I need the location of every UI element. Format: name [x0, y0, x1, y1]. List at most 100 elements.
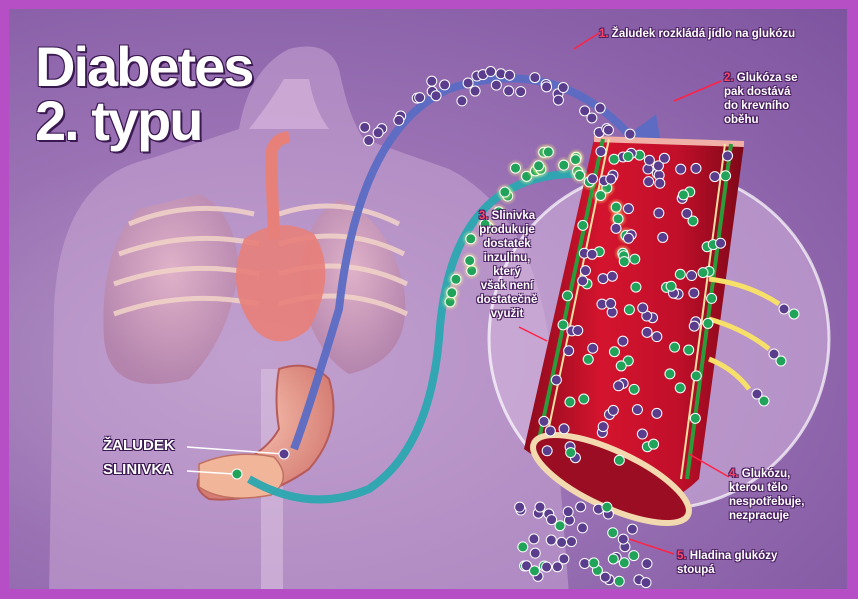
insulin-molecule — [608, 528, 618, 538]
glucose-molecule — [588, 174, 598, 184]
insulin-molecule — [558, 320, 568, 330]
step-4-line-1: Glukózu, — [742, 468, 791, 480]
glucose-molecule — [373, 128, 383, 138]
glucose-molecule — [580, 266, 590, 276]
insulin-molecule — [629, 384, 639, 394]
insulin-molecule — [631, 282, 641, 292]
step-3-line-4: inzulinu, — [484, 252, 531, 264]
insulin-molecule — [721, 171, 731, 181]
stomach-label: ŽALUDEK — [103, 437, 175, 454]
glucose-molecule — [632, 405, 642, 415]
glucose-molecule — [595, 103, 605, 113]
glucose-molecule — [535, 502, 545, 512]
glucose-molecule — [486, 67, 496, 77]
glucose-molecule — [603, 125, 613, 135]
glucose-molecule — [491, 80, 501, 90]
glucose-molecule — [689, 288, 699, 298]
insulin-molecule — [690, 413, 700, 423]
glucose-molecule — [553, 95, 563, 105]
glucose-molecule — [682, 208, 692, 218]
glucose-molecule — [642, 559, 652, 569]
insulin-molecule — [565, 397, 575, 407]
insulin-molecule — [707, 293, 717, 303]
insulin-molecule — [543, 147, 553, 157]
glucose-molecule — [573, 325, 583, 335]
glucose-molecule — [415, 93, 425, 103]
glucose-molecule — [578, 276, 588, 286]
glucose-molecule — [779, 304, 789, 314]
step-4-line-2: kterou tělo — [729, 482, 788, 494]
insulin-molecule — [447, 288, 457, 298]
glucose-molecule — [364, 136, 374, 146]
glucose-molecule — [576, 502, 586, 512]
step-2-line-2: pak dostává — [724, 86, 790, 98]
glucose-molecule — [542, 562, 552, 572]
insulin-molecule — [698, 268, 708, 278]
step-1-label: 1. Žaludek rozkládá jídlo na glukózu — [599, 27, 795, 41]
insulin-molecule — [613, 214, 623, 224]
glucose-molecule — [587, 113, 597, 123]
glucose-molecule — [566, 537, 576, 547]
insulin-molecule — [530, 566, 540, 576]
insulin-molecule — [623, 151, 633, 161]
insulin-molecule — [624, 305, 634, 315]
glucose-molecule — [627, 524, 637, 534]
step-2-number: 2. — [724, 72, 734, 84]
insulin-molecule — [684, 345, 694, 355]
title-line-2: 2. typu — [35, 93, 201, 149]
glucose-molecule — [623, 204, 633, 214]
insulin-molecule — [579, 394, 589, 404]
glucose-molecule — [600, 572, 610, 582]
glucose-molecule — [557, 537, 567, 547]
step-1-text: Žaludek rozkládá jídlo na glukózu — [612, 28, 795, 40]
insulin-molecule — [616, 361, 626, 371]
glucose-molecule — [577, 523, 587, 533]
glucose-molecule — [641, 578, 651, 588]
title-line-1: Diabetes — [35, 39, 252, 95]
insulin-molecule — [675, 269, 685, 279]
insulin-molecule — [675, 383, 685, 393]
glucose-molecule — [652, 332, 662, 342]
glucose-molecule — [505, 70, 515, 80]
insulin-molecule — [500, 187, 510, 197]
step-3-line-1: Slinivka — [492, 210, 535, 222]
insulin-molecule — [534, 161, 544, 171]
step-1-number: 1. — [599, 28, 609, 40]
step-5-line-1: Hladina glukózy — [690, 550, 778, 562]
glucose-molecule — [687, 271, 697, 281]
glucose-molecule — [625, 129, 635, 139]
insulin-molecule — [649, 439, 659, 449]
insulin-molecule — [596, 190, 606, 200]
glucose-molecule — [710, 172, 720, 182]
glucose-molecule — [618, 534, 628, 544]
glucose-molecule — [457, 96, 467, 106]
glucose-molecule — [598, 274, 608, 284]
glucose-molecule — [611, 223, 621, 233]
glucose-molecule — [539, 416, 549, 426]
insulin-molecule — [614, 455, 624, 465]
insulin-molecule — [759, 396, 769, 406]
step-4-label: 4. Glukózu, kterou tělo nespotřebuje, ne… — [729, 467, 804, 523]
glucose-molecule — [587, 249, 597, 259]
glucose-molecule — [530, 548, 540, 558]
insulin-molecule — [555, 521, 565, 531]
insulin-molecule — [566, 448, 576, 458]
glucose-molecule — [716, 238, 726, 248]
step-3-line-7: dostatečně — [477, 294, 538, 306]
glucose-molecule — [394, 115, 404, 125]
glucose-molecule — [440, 80, 450, 90]
glucose-molecule — [559, 554, 569, 564]
glucose-molecule — [463, 78, 473, 88]
glucose-molecule — [608, 405, 618, 415]
glucose-molecule — [470, 86, 480, 96]
glucose-molecule — [546, 535, 556, 545]
step-3-line-8: využit — [491, 308, 524, 320]
glucose-molecule — [529, 534, 539, 544]
insulin-molecule — [666, 281, 676, 291]
glucose-molecule — [542, 446, 552, 456]
glucose-molecule — [515, 502, 525, 512]
glucose-molecule — [559, 424, 569, 434]
step-3-line-3: dostatek — [483, 238, 530, 250]
infographic-panel: Diabetes 2. typu ŽALUDEK SLINIVKA 1. Žal… — [9, 9, 847, 589]
step-5-label: 5. Hladina glukózy stoupá — [677, 549, 777, 577]
